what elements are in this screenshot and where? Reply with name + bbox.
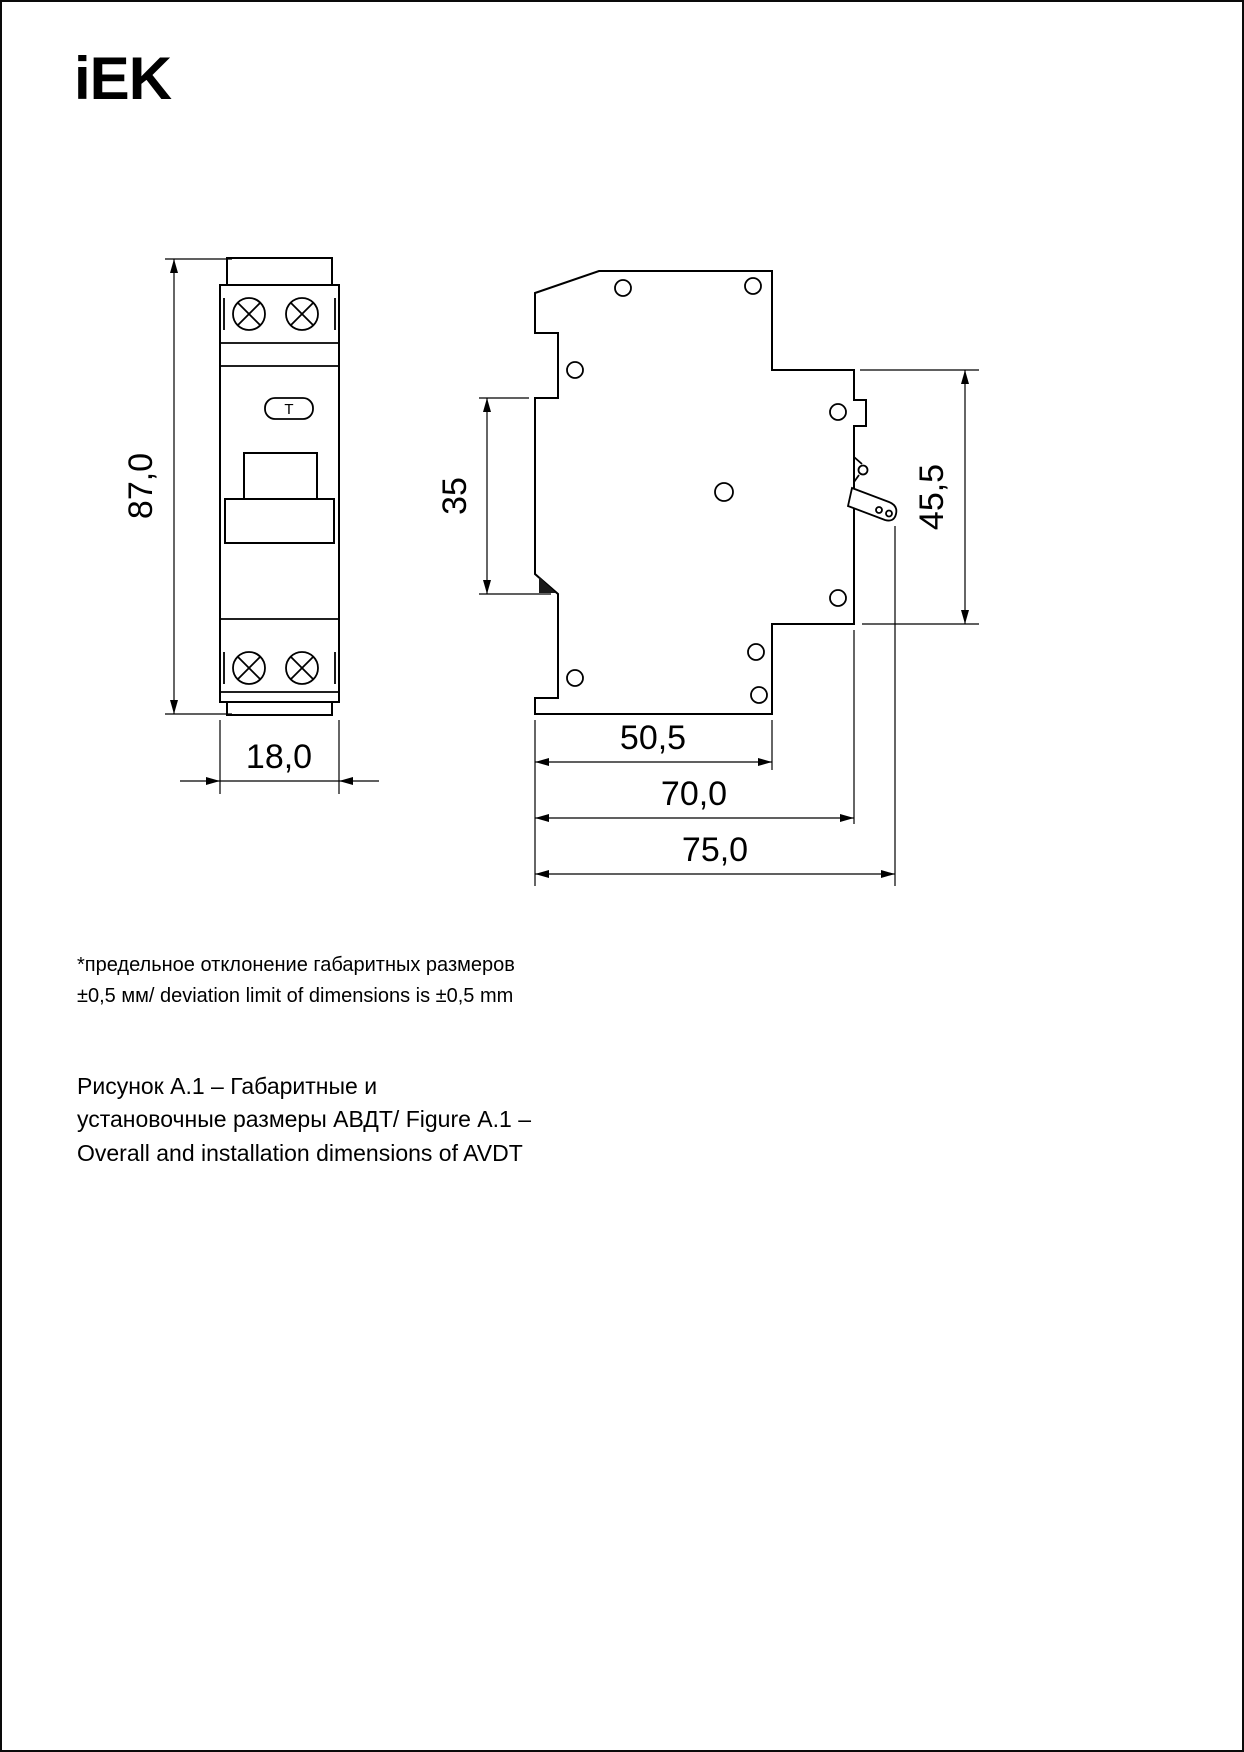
din-latch-lever bbox=[846, 486, 898, 522]
tolerance-note-line1: *предельное отклонение габаритных размер… bbox=[77, 954, 515, 976]
screw-top-left-icon bbox=[232, 297, 266, 331]
hole bbox=[747, 643, 765, 661]
front-body bbox=[219, 284, 340, 703]
hole bbox=[744, 277, 762, 295]
dim-side-rail-height: 45,5 bbox=[860, 369, 979, 625]
front-top-cap bbox=[226, 257, 333, 286]
dim-side-snout-height: 35 bbox=[436, 397, 551, 595]
arrow-down-icon bbox=[170, 700, 178, 714]
front-bottom-cap bbox=[226, 701, 333, 716]
arrow-left-icon bbox=[339, 777, 353, 785]
figure-caption-line2: установочные размеры АВДТ/ Figure А.1 – bbox=[77, 1106, 532, 1133]
dim-front-height-label: 87,0 bbox=[122, 453, 160, 519]
hole bbox=[614, 279, 632, 297]
dim-side-rail-label: 45,5 bbox=[913, 464, 951, 530]
arrow-right-icon bbox=[758, 758, 772, 766]
dim-side-depth-70: 70,0 bbox=[535, 630, 855, 824]
tolerance-note: *предельное отклонение габаритных размер… bbox=[77, 950, 515, 1012]
din-latch bbox=[846, 456, 898, 522]
dim-side-depth-75: 75,0 bbox=[535, 526, 896, 886]
figure-caption-line1: Рисунок А.1 – Габаритные и bbox=[77, 1073, 378, 1099]
figure-caption-line3: Overall and installation dimensions of A… bbox=[77, 1139, 523, 1166]
arrow-right-icon bbox=[206, 777, 220, 785]
dim-side-depth-50: 50,5 bbox=[534, 719, 773, 886]
hole bbox=[829, 403, 847, 421]
arrow-down-icon bbox=[483, 580, 491, 594]
iek-logo: iEK bbox=[74, 45, 172, 112]
dim-side-depth50-label: 50,5 bbox=[620, 719, 686, 757]
dim-front-width: 18,0 bbox=[180, 720, 379, 794]
front-view-drawing: T bbox=[219, 257, 340, 716]
arrow-left-icon bbox=[535, 870, 549, 878]
dim-side-snout-label: 35 bbox=[436, 477, 474, 515]
arrow-right-icon bbox=[840, 814, 854, 822]
figure-caption: Рисунок А.1 – Габаритные и установочные … bbox=[77, 1070, 531, 1170]
tolerance-note-line2: ±0,5 мм/ deviation limit of dimensions i… bbox=[77, 985, 514, 1007]
test-button-label: T bbox=[284, 401, 293, 418]
hole bbox=[566, 669, 584, 687]
dimension-drawing: T bbox=[122, 257, 979, 886]
dim-front-width-label: 18,0 bbox=[246, 738, 312, 776]
arrow-up-icon bbox=[961, 370, 969, 384]
dim-side-depth70-label: 70,0 bbox=[661, 775, 727, 813]
dim-side-depth75-label: 75,0 bbox=[682, 831, 748, 869]
hole bbox=[714, 482, 734, 502]
din-clip-wedge bbox=[539, 577, 556, 593]
hole bbox=[829, 589, 847, 607]
toggle-switch bbox=[224, 452, 335, 544]
arrow-up-icon bbox=[483, 398, 491, 412]
arrow-left-icon bbox=[535, 758, 549, 766]
screw-bottom-right-icon bbox=[285, 651, 319, 685]
dim-front-height: 87,0 bbox=[122, 258, 232, 715]
test-button: T bbox=[264, 397, 314, 420]
hole bbox=[750, 686, 768, 704]
arrow-left-icon bbox=[535, 814, 549, 822]
arrow-up-icon bbox=[170, 259, 178, 273]
arrow-down-icon bbox=[961, 610, 969, 624]
screw-top-right-icon bbox=[285, 297, 319, 331]
side-view-drawing bbox=[534, 270, 898, 715]
screw-bottom-left-icon bbox=[232, 651, 266, 685]
hole bbox=[566, 361, 584, 379]
side-profile-outline bbox=[534, 270, 867, 715]
arrow-right-icon bbox=[881, 870, 895, 878]
